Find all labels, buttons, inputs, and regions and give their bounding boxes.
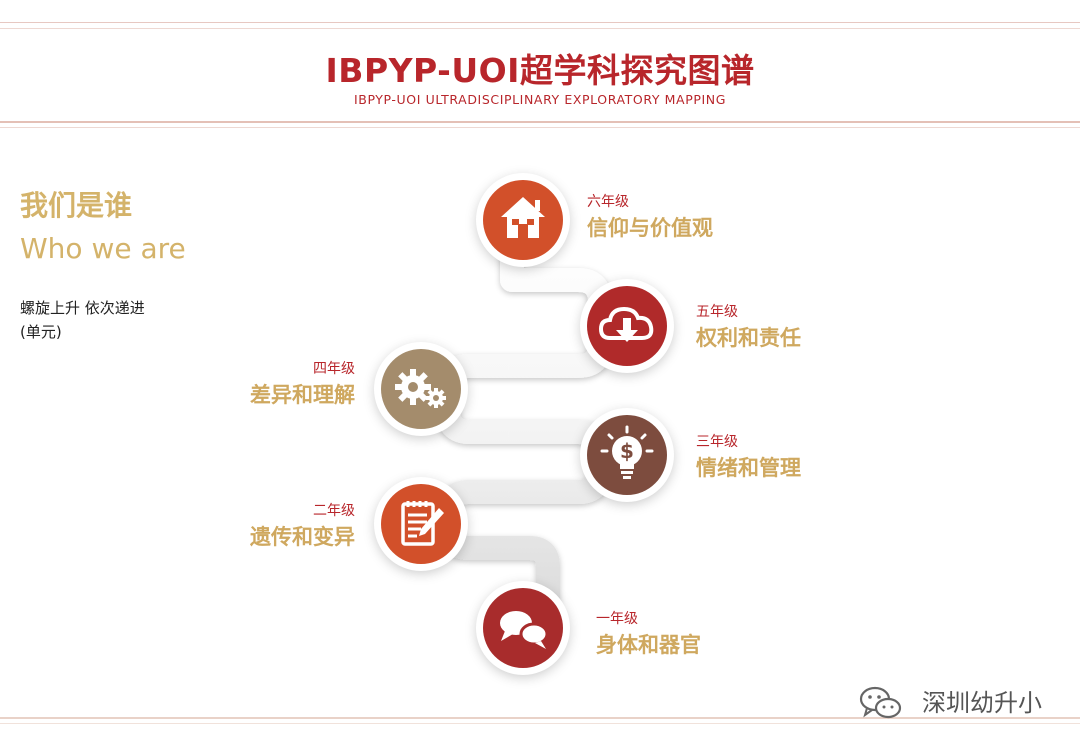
gears-icon: [395, 369, 446, 408]
level-2-topic: 遗传和变异: [250, 525, 355, 549]
footer-rule: [0, 717, 1080, 719]
level-3-circle: $: [587, 415, 667, 495]
level-5-circle: [587, 286, 667, 366]
level-5-topic: 权利和责任: [696, 326, 801, 350]
level-1-topic: 身体和器官: [596, 633, 701, 657]
level-6-circle: [483, 180, 563, 260]
level-5-label: 五年级 权利和责任: [696, 303, 801, 353]
notepad-pencil-icon: [401, 501, 444, 546]
header-bottom-rule: [0, 121, 1080, 123]
cloud-download-icon: [598, 306, 654, 342]
level-5-grade: 五年级: [696, 304, 738, 320]
level-4-label: 四年级 差异和理解: [220, 360, 355, 410]
header-top-rule-2: [0, 28, 1080, 29]
lightbulb-dollar-icon: $: [600, 425, 654, 479]
level-4-topic: 差异和理解: [250, 383, 355, 407]
watermark-text: 深圳幼升小: [922, 689, 1042, 717]
chat-bubbles-icon: [500, 611, 549, 649]
section-description: 螺旋上升 依次递进 (单元): [20, 299, 145, 341]
house-icon: [501, 197, 545, 238]
section-heading-zh: 我们是谁: [20, 189, 133, 222]
svg-text:$: $: [620, 439, 634, 463]
level-1-label: 一年级 身体和器官: [596, 610, 701, 660]
level-2-label: 二年级 遗传和变异: [220, 502, 355, 552]
wechat-icon: [859, 686, 902, 719]
header-top-rule: [0, 22, 1080, 23]
level-2-grade: 二年级: [313, 503, 355, 519]
level-3-topic: 情绪和管理: [696, 456, 801, 480]
level-6-label: 六年级 信仰与价值观: [587, 193, 713, 243]
level-2-circle: [381, 484, 461, 564]
page-title: IBPYP-UOI超学科探究图谱: [325, 51, 755, 90]
level-3-grade: 三年级: [696, 434, 738, 450]
level-1-circle: [483, 588, 563, 668]
level-3-label: 三年级 情绪和管理: [696, 433, 801, 483]
level-6-topic: 信仰与价值观: [587, 216, 713, 240]
level-4-circle: [381, 349, 461, 429]
level-1-grade: 一年级: [596, 611, 638, 627]
level-6-grade: 六年级: [587, 194, 629, 210]
footer-rule-2: [0, 723, 1080, 724]
section-heading-en: Who we are: [20, 232, 186, 265]
page-subtitle: IBPYP-UOI ULTRADISCIPLINARY EXPLORATORY …: [353, 92, 726, 107]
ribbon-segment: [436, 228, 612, 612]
header-bottom-rule-2: [0, 127, 1080, 128]
level-4-grade: 四年级: [313, 361, 355, 377]
